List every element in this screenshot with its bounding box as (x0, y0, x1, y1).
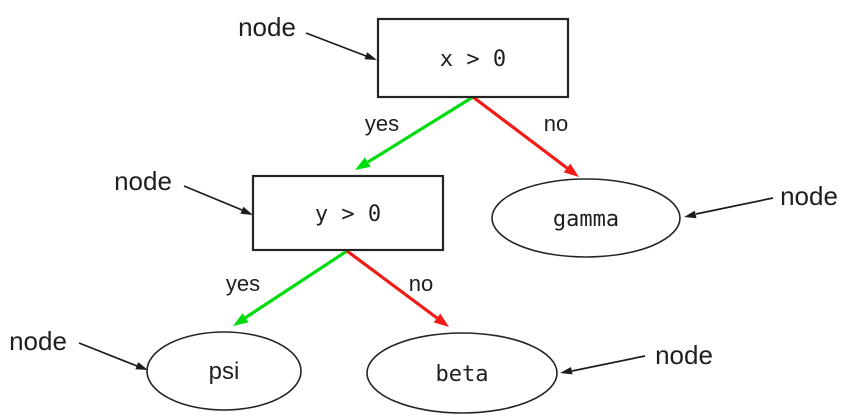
edge-internal-yes-arrowhead-icon (233, 313, 249, 326)
callout-internal: node (114, 166, 253, 215)
edge-root-no-line (472, 95, 568, 170)
callout-gamma-label: node (780, 181, 838, 211)
edge-internal-no-arrowhead-icon (433, 313, 449, 327)
edge-internal-no-line (346, 249, 438, 320)
leaf-node-beta-ellipse (366, 332, 558, 414)
edge-internal-yes: yes (226, 249, 348, 326)
callout-root: node (238, 12, 377, 60)
decision-node-internal-box (251, 174, 445, 252)
leaf-node-psi-ellipse (146, 331, 302, 411)
edge-root-yes-line (367, 95, 474, 164)
callout-psi-line (78, 342, 138, 367)
edge-internal-no: no (346, 249, 449, 327)
decision-node-internal: y > 0 (251, 174, 445, 252)
edge-label-yes: yes (226, 271, 260, 296)
leaf-node-beta-label: beta (436, 362, 489, 387)
edge-label-no: no (544, 111, 568, 136)
callout-beta-line (571, 355, 646, 372)
leaf-node-psi-label: psi (209, 358, 240, 385)
callout-internal-label: node (114, 166, 172, 196)
leaf-node-gamma-ellipse (491, 178, 681, 258)
edge-root-yes: yes (355, 95, 474, 170)
edge-internal-yes-line (244, 249, 348, 320)
leaf-node-gamma-label: gamma (553, 207, 619, 232)
callout-root-label: node (238, 12, 296, 42)
decision-node-root-label: x > 0 (440, 47, 506, 72)
edge-root-no-arrowhead-icon (563, 163, 579, 177)
decision-node-root-box (376, 17, 570, 99)
edge-root-no: no (472, 95, 579, 177)
callout-internal-line (183, 185, 243, 211)
edge-label-no: no (409, 271, 433, 296)
leaf-node-beta: beta (366, 332, 558, 414)
callout-gamma-line (695, 197, 774, 215)
callout-root-line (305, 32, 367, 57)
callout-beta: node (560, 340, 713, 375)
callout-gamma-arrowhead-icon (684, 210, 697, 219)
callout-psi-arrowhead-icon (135, 362, 148, 370)
callout-beta-label: node (655, 340, 713, 370)
callout-beta-arrowhead-icon (560, 367, 573, 375)
callout-psi: node (9, 326, 148, 370)
leaf-node-psi: psi (146, 331, 302, 411)
callout-gamma: node (684, 181, 838, 219)
decision-node-internal-label: y > 0 (315, 202, 381, 227)
callout-psi-label: node (9, 326, 67, 356)
decision-node-root: x > 0 (376, 17, 570, 99)
leaf-node-gamma: gamma (491, 178, 681, 258)
edge-label-yes: yes (365, 111, 399, 136)
callout-internal-arrowhead-icon (240, 206, 253, 215)
edge-root-yes-arrowhead-icon (355, 157, 371, 170)
callout-root-arrowhead-icon (364, 52, 377, 60)
